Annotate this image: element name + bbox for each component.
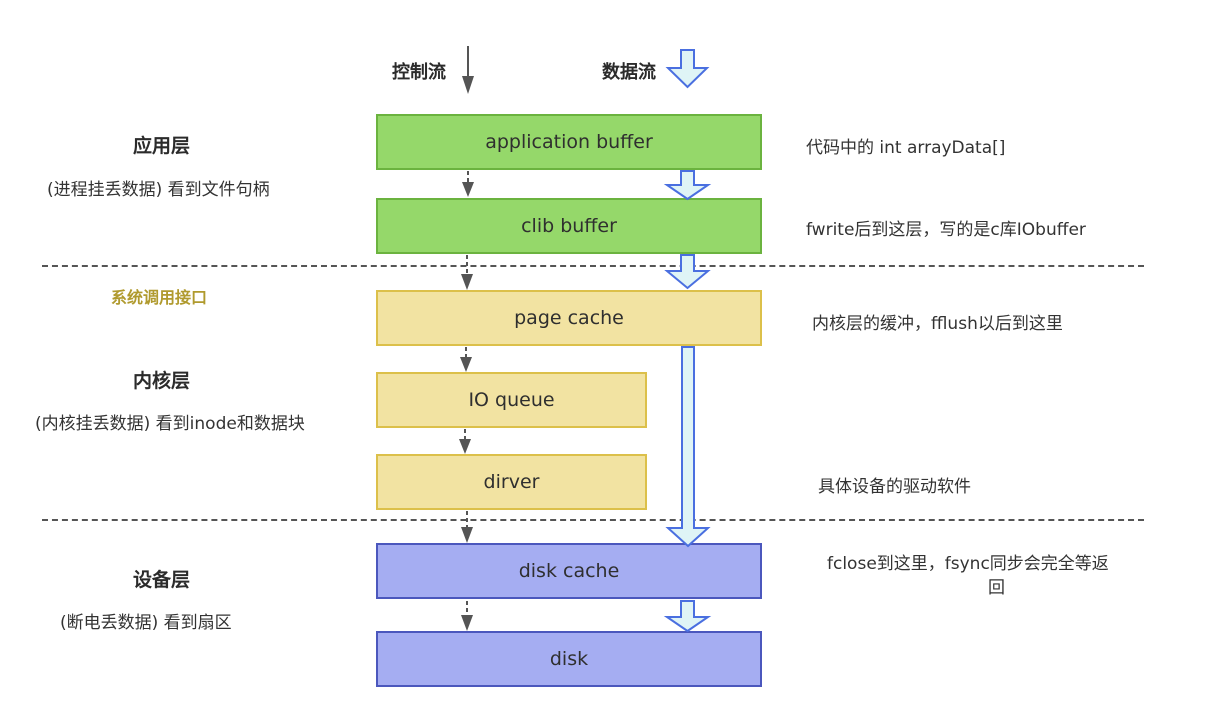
kernel-layer-title: 内核层 [133,370,191,392]
control-arrow-app-to-clib [462,171,474,197]
page-cache-label: page cache [514,307,624,329]
data-flow-legend-label: 数据流 [602,62,656,83]
application-layer-title: 应用层 [133,135,191,157]
control-flow-legend-label: 控制流 [392,62,446,83]
data-arrow-diskcache-to-disk [663,600,712,633]
device-layer-desc: (断电丢数据) 看到扇区 [60,613,232,633]
disk-label: disk [549,648,589,670]
application-buffer-label: application buffer [485,131,653,153]
driver-label: dirver [483,471,540,493]
disk-cache-box: disk cache [376,543,762,599]
data-arrow-app-to-clib [663,170,712,201]
data-arrow-page-to-diskcache [665,346,711,548]
control-arrow-clib-to-page [461,255,473,290]
io-queue-box: IO queue [376,372,647,428]
application-buffer-note: 代码中的 int arrayData[] [806,138,1006,158]
kernel-device-divider [42,519,1144,521]
application-buffer-box: application buffer [376,114,762,170]
disk-cache-note-line2: 回 [988,578,1005,598]
page-cache-box: page cache [376,290,762,346]
legend-data-arrow-icon [665,49,710,89]
clib-buffer-label: clib buffer [521,215,617,237]
clib-buffer-box: clib buffer [376,198,762,254]
disk-cache-note-line1: fclose到这里，fsync同步会完全等返 [827,554,1109,574]
legend-control-arrow-icon [462,46,474,94]
control-arrow-io-to-driver [459,429,471,454]
kernel-layer-desc: (内核挂丢数据) 看到inode和数据块 [35,414,305,434]
app-kernel-divider [42,265,1144,267]
control-arrow-diskcache-to-disk [461,601,473,631]
application-layer-desc: (进程挂丢数据) 看到文件句柄 [47,180,270,200]
driver-box: dirver [376,454,647,510]
disk-cache-label: disk cache [518,560,620,582]
page-cache-note: 内核层的缓冲，fflush以后到这里 [812,314,1063,334]
disk-box: disk [376,631,762,687]
syscall-interface-label: 系统调用接口 [111,288,208,307]
control-arrow-driver-to-diskcache [461,511,473,543]
data-arrow-clib-to-page [664,254,711,290]
clib-buffer-note: fwrite后到这层，写的是c库IObuffer [806,220,1086,240]
device-layer-title: 设备层 [133,569,191,591]
control-arrow-page-to-io [460,347,472,372]
driver-note: 具体设备的驱动软件 [818,477,971,497]
io-queue-label: IO queue [468,389,555,411]
